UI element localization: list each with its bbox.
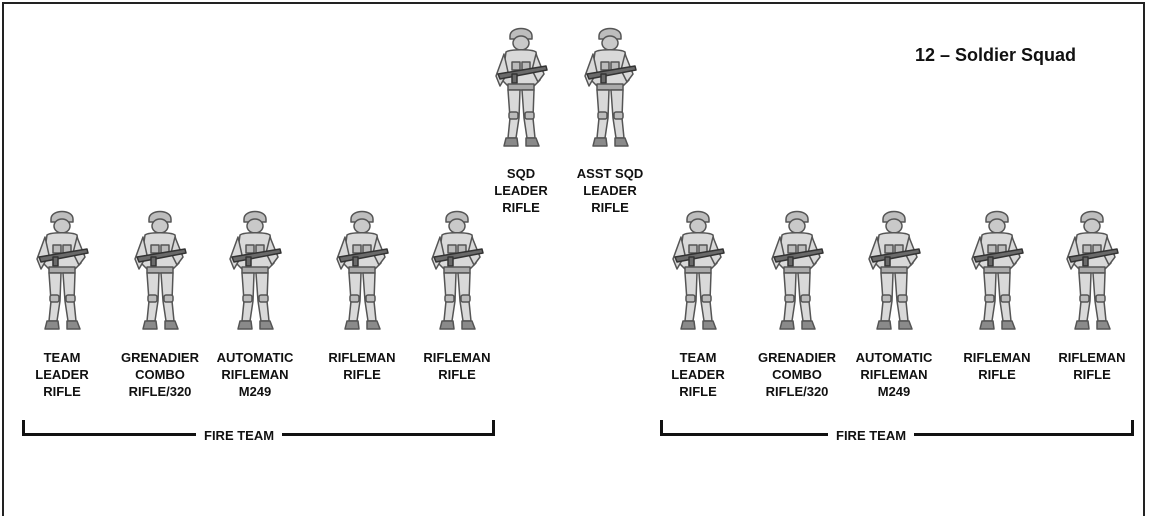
soldier-icon [1057,205,1127,333]
team-member-label: GRENADIER COMBO RIFLE/320 [105,349,215,400]
fire-team-label: FIRE TEAM [196,428,282,443]
soldier-icon [762,205,832,333]
team-member-label: AUTOMATIC RIFLEMAN M249 [200,349,310,400]
fire-team-label: FIRE TEAM [828,428,914,443]
soldier-icon [422,205,492,333]
team-member-label: RIFLEMAN RIFLE [1037,349,1147,383]
soldier-icon [962,205,1032,333]
soldier-icon [220,205,290,333]
team-member-label: GRENADIER COMBO RIFLE/320 [742,349,852,400]
team-member-label: RIFLEMAN RIFLE [307,349,417,383]
leader-label: ASST SQD LEADER RIFLE [555,165,665,216]
soldier-icon [27,205,97,333]
team-member-label: RIFLEMAN RIFLE [942,349,1052,383]
team-member-label: TEAM LEADER RIFLE [7,349,117,400]
soldier-icon [575,22,645,150]
soldier-icon [663,205,733,333]
diagram-title: 12 – Soldier Squad [915,45,1076,66]
soldier-icon [125,205,195,333]
soldier-icon [327,205,397,333]
team-member-label: TEAM LEADER RIFLE [643,349,753,400]
team-member-label: RIFLEMAN RIFLE [402,349,512,383]
soldier-icon [486,22,556,150]
team-member-label: AUTOMATIC RIFLEMAN M249 [839,349,949,400]
soldier-icon [859,205,929,333]
